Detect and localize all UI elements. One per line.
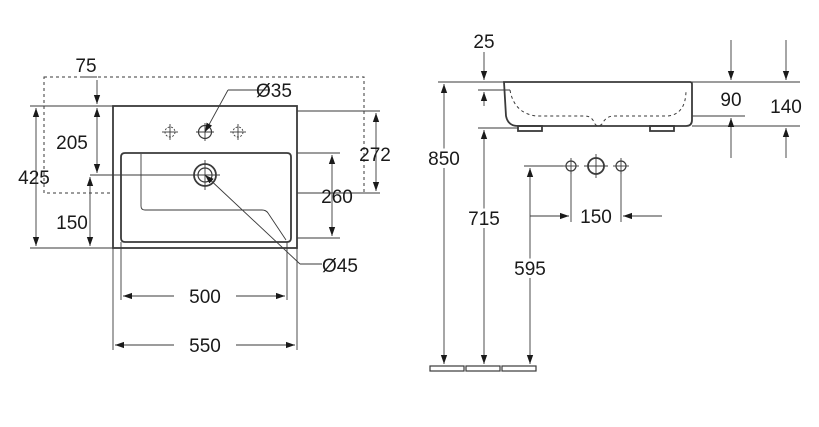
dim-272-label: 272 [359,145,391,166]
dim-drain-diameter-label: Ø45 [322,256,358,277]
dim-90-label: 90 [720,90,741,111]
dim-715-label: 715 [468,209,500,230]
dim-150-left-label: 150 [56,213,88,234]
bowl-side-hidden-line [509,89,687,127]
basin-foot-left [517,125,543,132]
dim-595-label: 595 [514,259,546,280]
tap-hole-left [162,124,178,140]
dim-500-label: 500 [189,287,221,308]
floor-block-3 [501,365,537,372]
dim-tap-diameter-label: Ø35 [256,81,292,102]
basin-side-profile [503,81,693,127]
tap-hole-right [230,124,246,140]
pipe-connection-center [584,154,608,178]
dim-140-label: 140 [770,97,802,118]
dim-75-label: 75 [75,56,96,77]
dim-150-pipes-label: 150 [580,207,612,228]
bowl-inner-outline [120,152,292,243]
floor-block-2 [465,365,501,372]
basin-foot-right [649,125,675,132]
dim-25-label: 25 [473,32,494,53]
front-view: 75 Ø35 205 425 150 272 260 Ø45 500 550 [18,56,391,357]
bowl-bottom-contour [140,154,287,241]
dim-425-label: 425 [18,168,50,189]
floor-block-1 [429,365,465,372]
dim-550-label: 550 [189,336,221,357]
dim-850-label: 850 [428,149,460,170]
dim-205-label: 205 [56,133,88,154]
dim-260-label: 260 [321,187,353,208]
side-view: 25 90 140 850 715 150 595 [425,32,802,372]
